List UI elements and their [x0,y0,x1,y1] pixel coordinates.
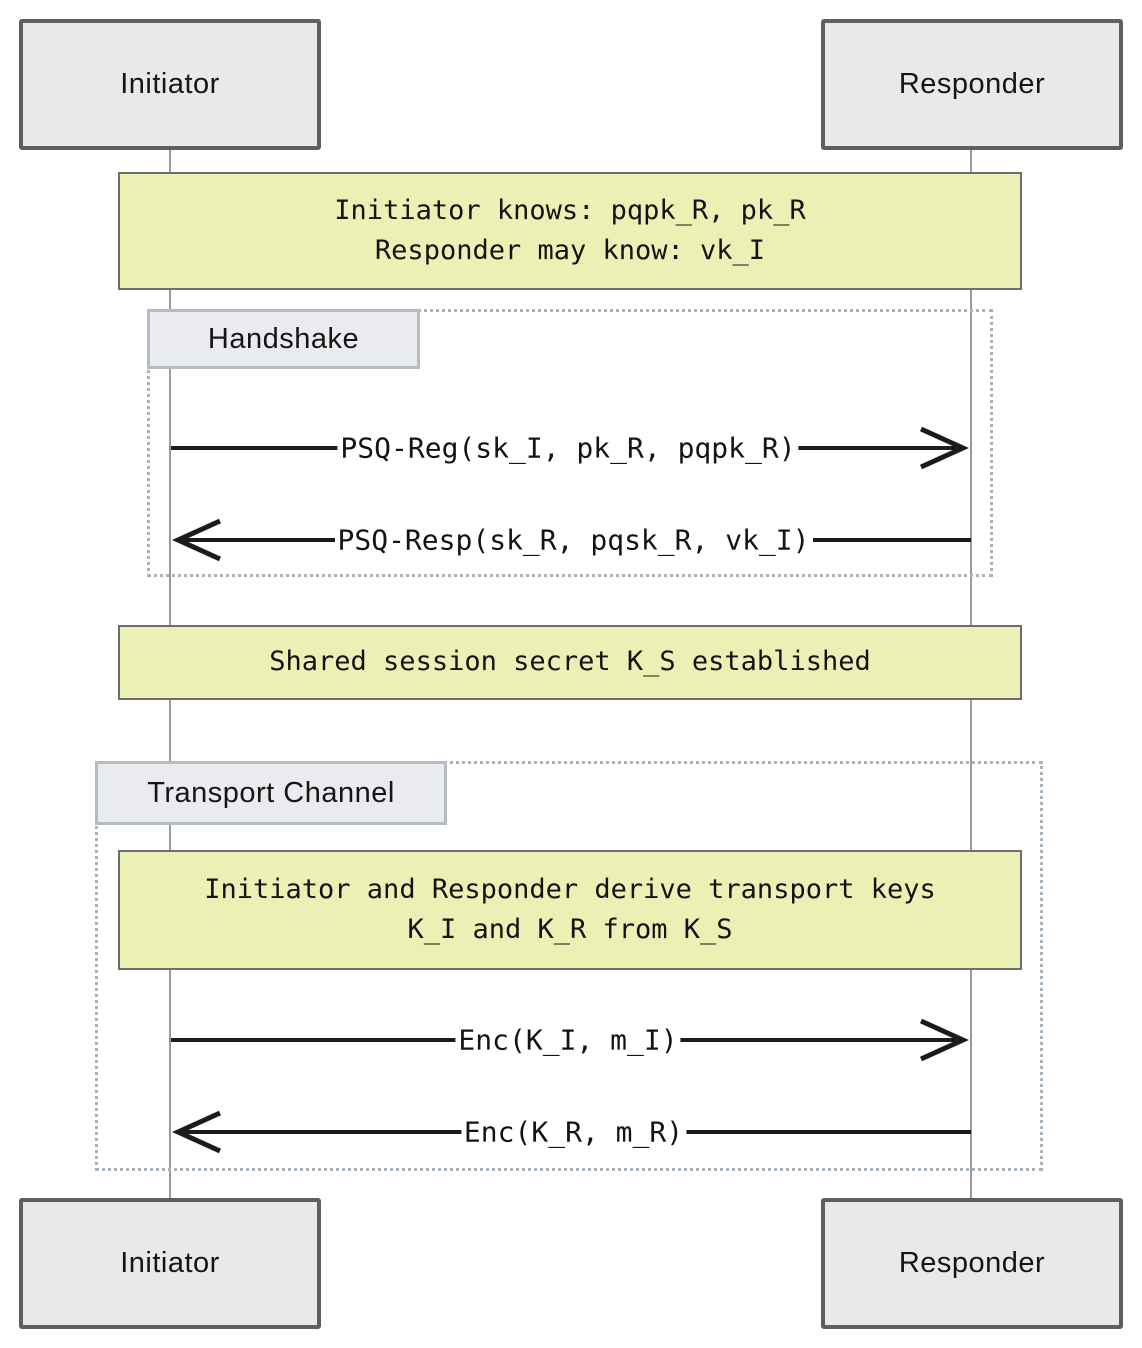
actor-label: Initiator [120,1247,220,1279]
note-line: Initiator and Responder derive transport… [204,873,936,905]
note-line: K_I and K_R from K_S [407,914,733,945]
message-text: PSQ-Reg(sk_I, pk_R, pqpk_R) [337,431,799,465]
handshake-fragment [147,309,993,577]
arrowhead-left-icon [172,518,222,562]
actor-initiator-top: Initiator [19,19,321,150]
arrowhead-left-icon [172,1110,222,1154]
message-text: Enc(K_R, m_R) [460,1115,687,1149]
note-derive-keys: Initiator and Responder derive transport… [118,850,1022,970]
actor-initiator-bottom: Initiator [19,1198,321,1329]
transport-channel-fragment [95,761,1043,1171]
handshake-fragment-label: Handshake [147,309,420,369]
arrowhead-right-icon [919,426,969,470]
message-text: Enc(K_I, m_I) [455,1023,681,1057]
message-text: PSQ-Resp(sk_R, pqsk_R, vk_I) [334,523,813,557]
note-line: Shared session secret K_S established [269,646,871,678]
note-shared-secret: Shared session secret K_S established [118,625,1022,700]
fragment-label-text: Handshake [207,322,360,355]
transport-channel-fragment-label: Transport Channel [95,761,447,825]
actor-label: Initiator [120,68,220,100]
actor-responder-top: Responder [821,19,1123,150]
note-initial-knowledge: Initiator knows: pqpk_R, pk_R Responder … [118,172,1022,290]
note-line: Initiator knows: pqpk_R, pk_R [334,194,806,226]
fragment-label-text: Transport Channel [147,776,395,809]
note-line: Responder may know: vk_I [374,235,766,266]
actor-responder-bottom: Responder [821,1198,1123,1329]
actor-label: Responder [898,1247,1046,1279]
actor-label: Responder [898,68,1046,100]
arrowhead-right-icon [919,1018,969,1062]
